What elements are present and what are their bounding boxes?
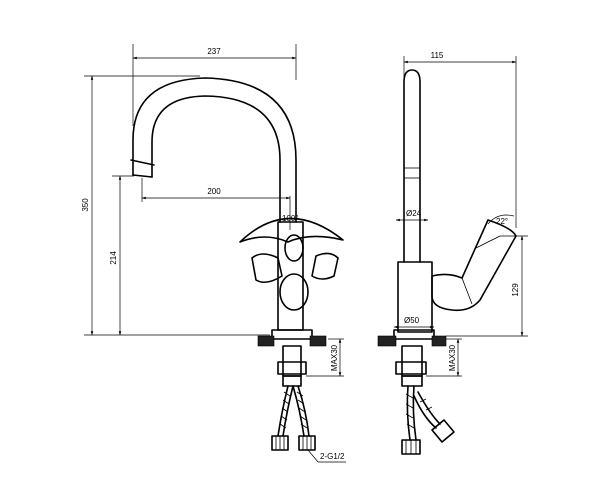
front-spout-tip	[130, 159, 155, 178]
front-hose-nut-ribs	[275, 436, 312, 450]
dim-label-214: 214	[109, 251, 118, 265]
side-spout	[403, 69, 421, 263]
dim-label-237: 237	[207, 47, 221, 56]
front-hose-left-b	[282, 385, 294, 437]
front-hose-right-b	[297, 385, 310, 437]
dim-label-max30-side: MAX30	[448, 344, 457, 371]
leader-hose-thread	[307, 449, 319, 463]
dim-label-max30-front: MAX30	[330, 344, 339, 371]
hose-thread-label: 2-G1/2	[320, 452, 345, 461]
side-lever	[431, 219, 517, 312]
front-spout-inner	[151, 95, 281, 223]
front-shank	[282, 345, 302, 377]
side-hose-down	[406, 385, 417, 441]
dim-label-200: 200	[207, 187, 221, 196]
side-lever-inner	[461, 235, 501, 305]
dim-label-129: 129	[511, 283, 520, 297]
angle-arc-22	[487, 214, 515, 225]
front-hose-left	[277, 385, 289, 437]
side-hose-nut-diag	[431, 419, 455, 443]
side-view: 115 Ø24 Ø50 22° 129 MAX30	[377, 51, 528, 455]
front-hose-braid	[279, 391, 308, 429]
front-rotation-fan	[239, 217, 344, 243]
side-hose-braid	[405, 393, 433, 429]
side-hose-diag	[413, 391, 441, 429]
angle-label-22: 22°	[496, 217, 508, 226]
side-counter-hatch-right	[431, 335, 447, 347]
front-view: 237 200 350 214 100° MAX30 2-G1/2	[81, 44, 346, 463]
front-spout-outer	[132, 77, 297, 223]
front-base	[271, 329, 313, 340]
front-lever-top	[284, 234, 304, 262]
front-lever	[279, 273, 309, 311]
dim-label-115: 115	[431, 51, 444, 60]
side-shank	[401, 345, 423, 377]
dim-label-350: 350	[81, 198, 90, 212]
dim-label-dia50: Ø50	[404, 316, 420, 325]
front-counter-hatch-right	[309, 335, 327, 347]
front-hose-fitting	[282, 375, 302, 387]
dim-label-dia24: Ø24	[406, 209, 422, 218]
front-counter-hatch-left	[257, 335, 275, 347]
front-hose-right	[292, 385, 305, 437]
side-counter-hatch-left	[377, 335, 397, 347]
front-lever-right-swing	[311, 252, 339, 280]
angle-label-100: 100°	[282, 214, 299, 223]
side-nut	[395, 361, 427, 375]
front-lever-left-swing	[251, 253, 283, 284]
front-nut	[277, 361, 307, 375]
side-hose-fitting	[401, 375, 423, 387]
side-base	[393, 329, 435, 340]
